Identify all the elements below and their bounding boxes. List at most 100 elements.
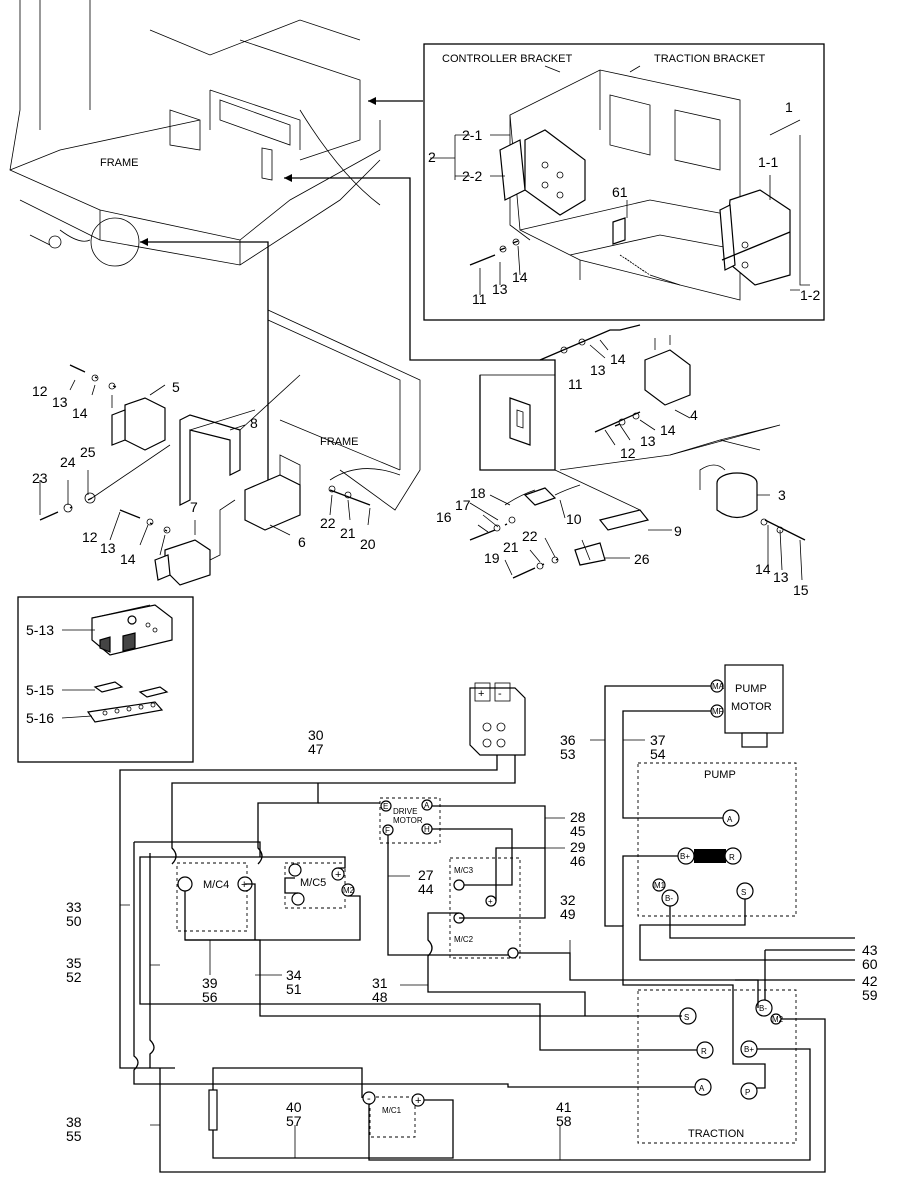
wire-47: 47 [308, 741, 324, 757]
part-2-1: 2-1 [462, 127, 482, 143]
pump-terminal-s: S [741, 888, 746, 897]
parts-left-cluster [39, 364, 371, 586]
part-1-1: 1-1 [758, 154, 778, 170]
part-14c: 14 [660, 422, 676, 438]
wire-45: 45 [570, 823, 586, 839]
battery-minus-terminal: - [498, 688, 502, 700]
pump-terminal-a: A [727, 815, 733, 824]
wire-40: 40 [286, 1099, 302, 1115]
pump-motor-label-line1: PUMP [735, 683, 767, 695]
wire-50: 50 [66, 913, 82, 929]
part-11b: 11 [568, 376, 583, 392]
battery-plus-terminal: + [478, 688, 484, 700]
wiring-diagram: + - PUMP MOTOR MA MF PUMP A B+ R M1 B- S… [119, 664, 855, 1173]
traction-terminal-bplus: B+ [744, 1045, 754, 1054]
wire-58: 58 [556, 1113, 572, 1129]
part-1-2: 1-2 [800, 287, 820, 303]
mc5-m2-terminal: M2 [343, 886, 355, 895]
traction-terminal-m2: M2 [772, 1015, 784, 1024]
traction-terminal-p: P [745, 1088, 750, 1097]
part-23: 23 [32, 470, 48, 486]
frame-label-2: FRAME [320, 436, 359, 448]
part-26: 26 [634, 551, 650, 567]
frame-label-1: FRAME [100, 157, 139, 169]
part-5-16: 5-16 [26, 710, 54, 726]
part-19: 19 [484, 550, 500, 566]
mc3-label: M/C3 [454, 866, 474, 875]
traction-terminal-s: S [684, 1013, 689, 1022]
wire-39: 39 [202, 975, 218, 991]
parts-4-3-numbers: 14 13 11 4 14 13 12 3 14 13 15 [568, 351, 809, 598]
traction-terminal-r: R [701, 1047, 707, 1056]
wire-57: 57 [286, 1113, 302, 1129]
pump-ma-terminal: MA [712, 682, 725, 691]
wire-30: 30 [308, 727, 324, 743]
wire-37: 37 [650, 732, 666, 748]
pump-motor-label-line2: MOTOR [731, 701, 772, 713]
mc1-label: M/C1 [382, 1106, 402, 1115]
wire-42: 42 [862, 973, 878, 989]
part-8: 8 [250, 415, 258, 431]
frame-middle-drawing: FRAME [267, 309, 421, 511]
traction-controller-label: TRACTION [688, 1128, 744, 1140]
part-14d: 14 [755, 561, 771, 577]
wire-54: 54 [650, 746, 666, 762]
wire-46: 46 [570, 853, 586, 869]
pump-terminal-bminus: B- [665, 894, 673, 903]
part-14: 14 [512, 269, 528, 285]
parts-4-3-cluster [539, 324, 806, 581]
part-21a: 21 [340, 525, 356, 541]
drive-terminal-f: F [385, 826, 390, 835]
wire-33: 33 [66, 899, 82, 915]
traction-bracket-label: TRACTION BRACKET [654, 53, 766, 65]
part-13b: 13 [590, 362, 606, 378]
part-7: 7 [190, 499, 198, 515]
part-13f: 13 [100, 540, 116, 556]
drive-terminal-h: H [424, 825, 430, 834]
parts-left-numbers: 12 13 14 5 8 23 24 25 12 13 14 7 6 22 21… [32, 379, 376, 567]
part-2: 2 [428, 149, 436, 165]
part-12c: 12 [620, 445, 636, 461]
wire-55: 55 [66, 1128, 82, 1144]
bracket-part-numbers: 1 1-1 1-2 2 2-1 2-2 61 11 13 14 [428, 99, 820, 307]
wire-32: 32 [560, 892, 576, 908]
part-14b: 14 [610, 351, 626, 367]
part-14e: 14 [72, 405, 88, 421]
part-15: 15 [793, 582, 809, 598]
part-18: 18 [470, 485, 486, 501]
part-61: 61 [612, 184, 628, 200]
wire-numbers: 30 47 28 45 29 46 27 44 36 53 37 54 32 4… [66, 727, 878, 1144]
drive-terminal-a: A [424, 801, 430, 810]
wire-35: 35 [66, 955, 82, 971]
bracket-assembly-box: CONTROLLER BRACKET TRACTION BRACKET [423, 43, 825, 321]
parts-middle-numbers: 18 17 16 10 22 21 19 9 26 [436, 485, 682, 567]
part-25: 25 [80, 444, 96, 460]
wire-51: 51 [286, 981, 302, 997]
part-1: 1 [785, 99, 793, 115]
wire-34: 34 [286, 967, 302, 983]
part-20: 20 [360, 536, 376, 552]
pump-terminal-r: R [729, 853, 735, 862]
wire-56: 56 [202, 989, 218, 1005]
part-24: 24 [60, 454, 76, 470]
part-17: 17 [455, 497, 471, 513]
part-16: 16 [436, 509, 452, 525]
part-11: 11 [472, 291, 487, 307]
inset-part-5-detail: 5-13 5-15 5-16 [17, 596, 194, 763]
wire-44: 44 [418, 881, 434, 897]
part-4: 4 [690, 407, 698, 423]
pump-mf-terminal: MF [712, 707, 724, 716]
pump-terminal-m1: M1 [654, 881, 666, 890]
part-5-13: 5-13 [26, 622, 54, 638]
part-22b: 22 [522, 528, 538, 544]
wire-43: 43 [862, 942, 878, 958]
mc4-plus-terminal: + [241, 879, 247, 891]
part-5: 5 [172, 379, 180, 395]
drive-motor-label-line1: DRIVE [393, 807, 417, 816]
part-3: 3 [778, 487, 786, 503]
wire-60: 60 [862, 956, 878, 972]
part-5-15: 5-15 [26, 682, 54, 698]
mc2-label: M/C2 [454, 935, 474, 944]
wire-28: 28 [570, 809, 586, 825]
